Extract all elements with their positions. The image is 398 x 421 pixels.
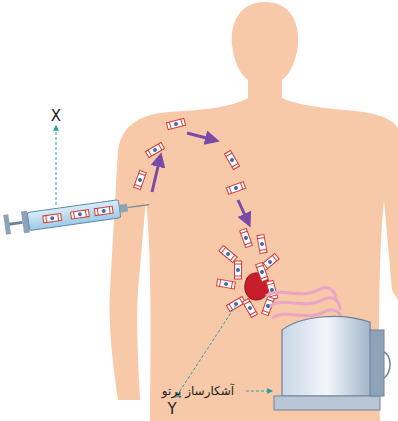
body-silhouette — [109, 2, 398, 421]
callout-letter: X — [51, 109, 61, 124]
radiation-detector — [274, 316, 390, 410]
syringe — [3, 194, 151, 236]
leader-line — [56, 126, 272, 397]
flow-arrow — [152, 133, 248, 222]
tracer-particles — [134, 118, 280, 317]
device-label: آشکارساز پرتو — [162, 385, 234, 397]
callout-letter: Y — [167, 402, 176, 417]
